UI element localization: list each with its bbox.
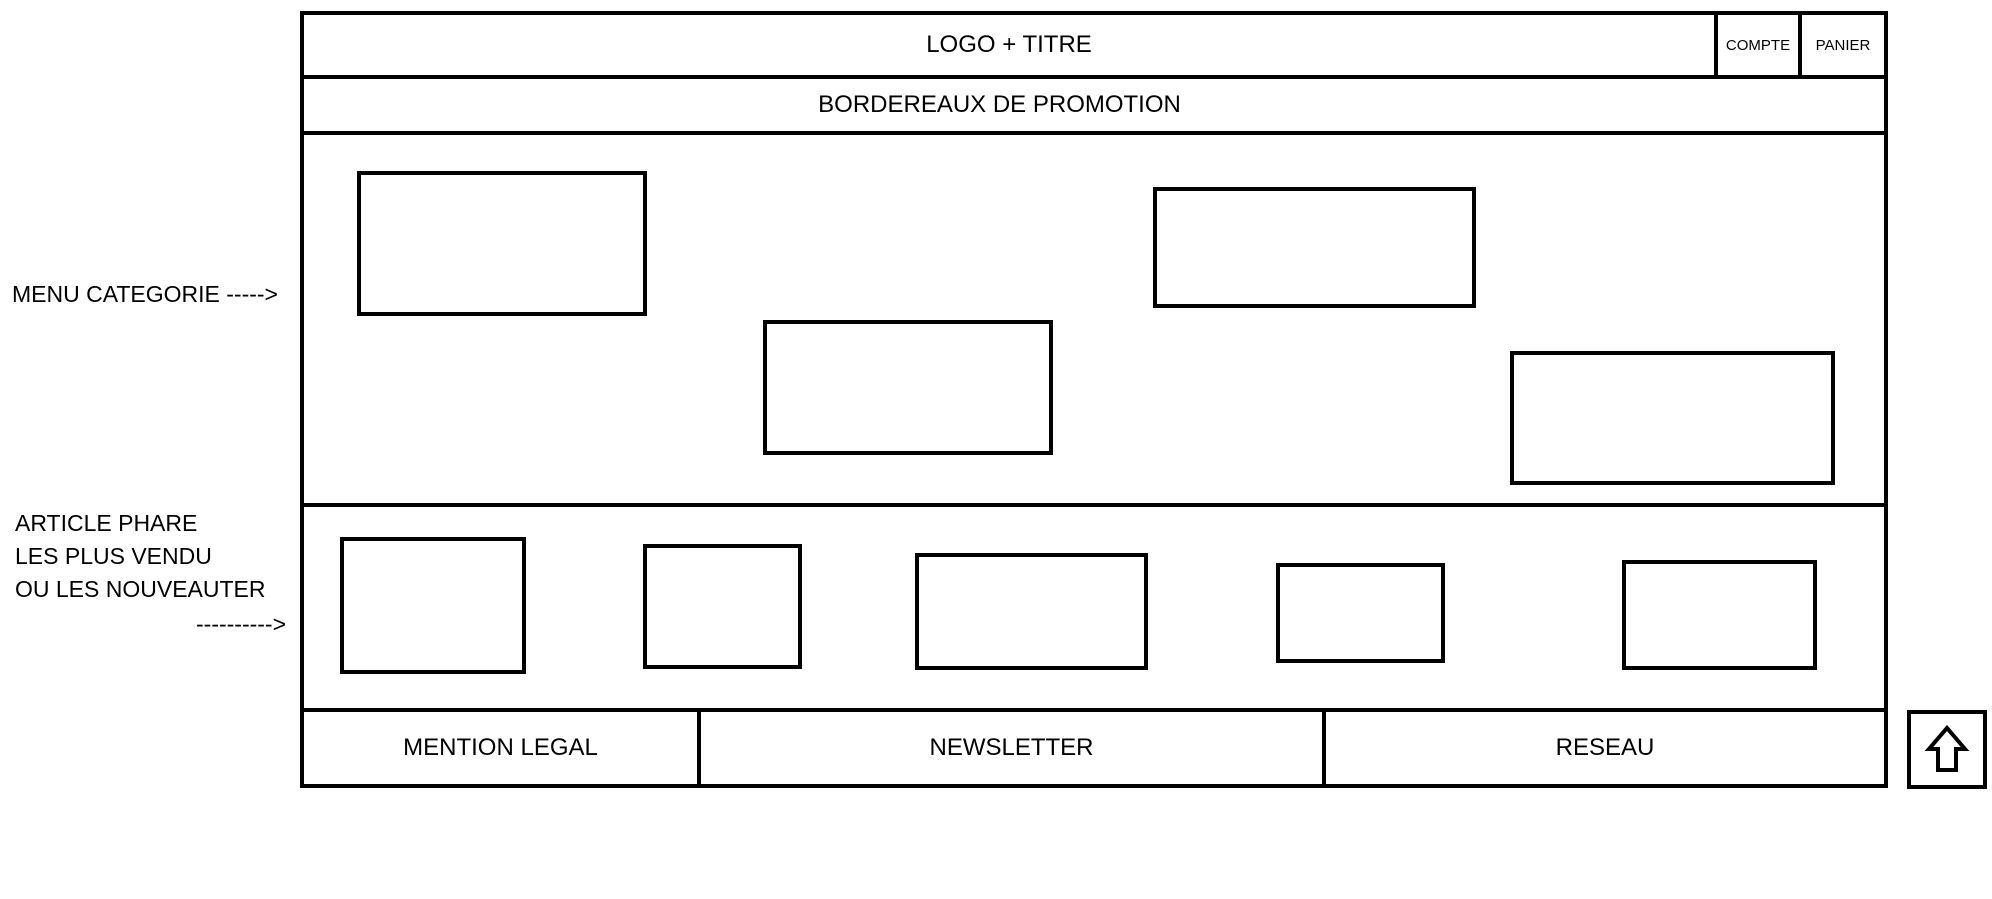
logo-title[interactable]: LOGO + TITRE xyxy=(926,31,1092,58)
article-annotation-line-2: LES PLUS VENDU xyxy=(15,543,212,569)
category-menu-area xyxy=(304,135,1884,508)
header-divider xyxy=(304,75,1884,79)
scroll-top-button[interactable] xyxy=(1907,710,1987,789)
category-divider xyxy=(304,503,1884,507)
article-placeholder[interactable] xyxy=(643,544,802,669)
cart-button[interactable]: PANIER xyxy=(1798,15,1884,75)
promo-divider xyxy=(304,131,1884,135)
wireframe-frame: LOGO + TITRE COMPTE PANIER BORDEREAUX DE… xyxy=(300,11,1888,788)
footer-divider xyxy=(304,708,1884,712)
featured-articles-area xyxy=(304,507,1884,713)
article-annotation-line-3: OU LES NOUVEAUTER xyxy=(15,576,266,602)
article-placeholder[interactable] xyxy=(1276,563,1445,663)
menu-categorie-annotation: MENU CATEGORIE -----> xyxy=(12,281,278,307)
footer-network[interactable]: RESEAU xyxy=(1322,712,1884,784)
footer-legal[interactable]: MENTION LEGAL xyxy=(403,734,598,761)
arrow-up-icon xyxy=(1924,724,1970,772)
promo-banner[interactable]: BORDEREAUX DE PROMOTION xyxy=(818,91,1181,118)
category-placeholder[interactable] xyxy=(1153,187,1476,308)
footer-newsletter[interactable]: NEWSLETTER xyxy=(697,712,1322,784)
article-placeholder[interactable] xyxy=(1622,560,1817,670)
article-placeholder[interactable] xyxy=(340,537,526,674)
category-placeholder[interactable] xyxy=(357,171,647,316)
article-placeholder[interactable] xyxy=(915,553,1148,670)
account-button[interactable]: COMPTE xyxy=(1714,15,1798,75)
article-annotation-line-1: ARTICLE PHARE xyxy=(15,510,198,536)
category-placeholder[interactable] xyxy=(1510,351,1835,485)
article-annotation-arrow: ----------> xyxy=(196,611,287,637)
category-placeholder[interactable] xyxy=(763,320,1053,455)
